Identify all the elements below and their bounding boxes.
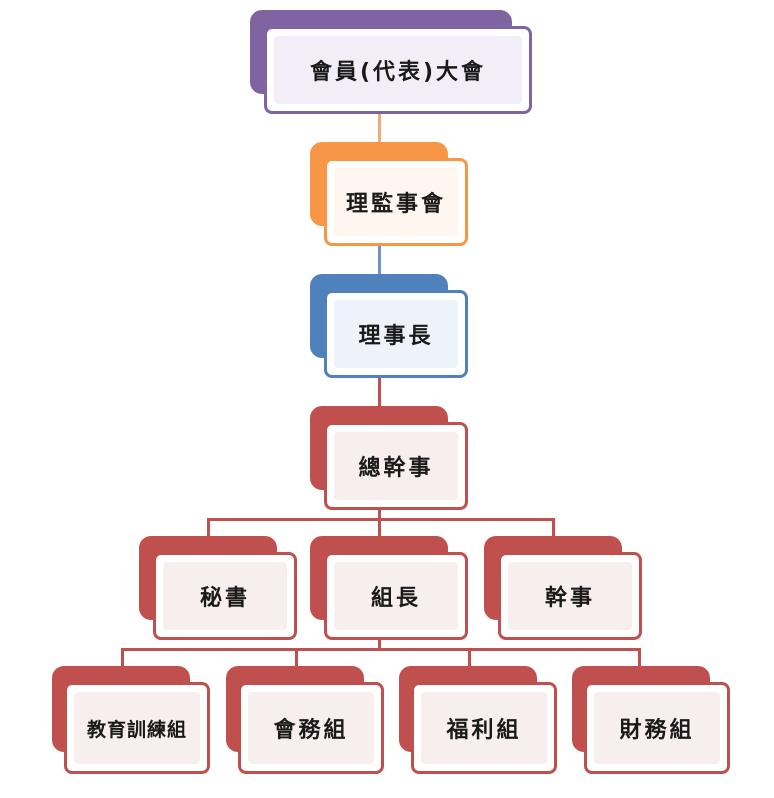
node-label-officer: 幹事 <box>544 586 595 611</box>
node-box: 福利組 <box>411 682 557 774</box>
node-label-supervisors: 理監事會 <box>345 192 446 217</box>
node-box: 幹事 <box>498 552 642 640</box>
node-box: 財務組 <box>584 682 730 774</box>
connector-secgen-down <box>378 506 381 520</box>
node-assembly[interactable]: 會員(代表)大會 <box>250 10 532 114</box>
node-affairs-team[interactable]: 會務組 <box>226 666 384 774</box>
node-label-affairs-team: 會務組 <box>273 718 349 743</box>
node-label-assembly: 會員(代表)大會 <box>309 60 487 85</box>
node-box: 理監事會 <box>324 158 468 246</box>
connector-chairman-secgen <box>378 374 381 410</box>
node-finance-team[interactable]: 財務組 <box>572 666 730 774</box>
node-welfare-team[interactable]: 福利組 <box>399 666 557 774</box>
connector-drop-affairs <box>295 648 298 670</box>
connector-level4-bar <box>121 648 641 651</box>
connector-drop-officer <box>552 518 555 540</box>
node-label-welfare-team: 福利組 <box>446 718 522 743</box>
node-label-finance-team: 財務組 <box>619 718 695 743</box>
node-box: 理事長 <box>324 290 468 378</box>
node-box: 會員(代表)大會 <box>264 26 532 114</box>
node-supervisors[interactable]: 理監事會 <box>310 142 468 246</box>
node-box: 教育訓練組 <box>64 682 210 774</box>
node-label-chairman: 理事長 <box>358 324 434 349</box>
node-box: 秘書 <box>153 552 297 640</box>
connector-drop-welfare <box>468 648 471 670</box>
connector-level3-bar <box>207 518 555 521</box>
node-box: 會務組 <box>238 682 384 774</box>
node-label-training-team: 教育訓練組 <box>86 718 187 741</box>
connector-supervisors-chairman <box>378 242 381 278</box>
node-secretary-general[interactable]: 總幹事 <box>310 406 468 510</box>
node-box: 總幹事 <box>324 422 468 510</box>
node-label-secretary: 秘書 <box>199 586 250 611</box>
connector-drop-secretary <box>207 518 210 540</box>
connector-assembly-supervisors <box>378 110 381 146</box>
connector-drop-training <box>121 648 124 670</box>
connector-drop-finance <box>638 648 641 670</box>
node-box: 組長 <box>324 552 468 640</box>
node-secretary[interactable]: 秘書 <box>139 536 297 640</box>
node-label-secretary-general: 總幹事 <box>358 456 434 481</box>
node-label-team-leader: 組長 <box>370 586 421 611</box>
node-officer[interactable]: 幹事 <box>484 536 642 640</box>
connector-drop-team-leader <box>378 518 381 540</box>
node-team-leader[interactable]: 組長 <box>310 536 468 640</box>
node-training-team[interactable]: 教育訓練組 <box>52 666 210 774</box>
node-chairman[interactable]: 理事長 <box>310 274 468 378</box>
connector-leader-down <box>378 636 381 650</box>
